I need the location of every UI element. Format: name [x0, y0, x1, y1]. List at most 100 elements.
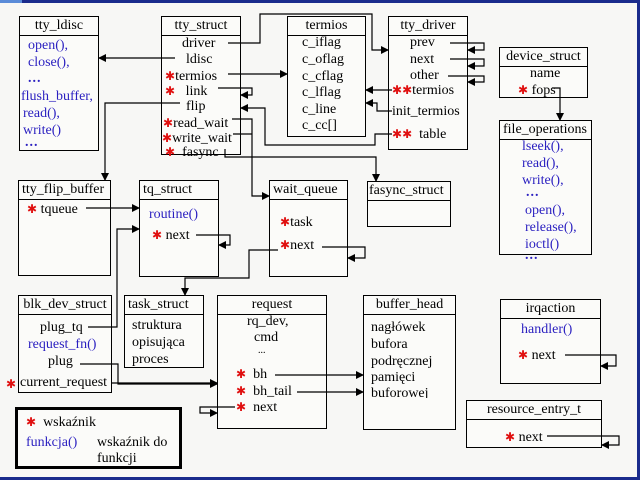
field-c-oflag: c_oflag — [302, 52, 344, 67]
struct-title: irqaction — [501, 300, 600, 319]
field-opisujaca: opisująca — [132, 335, 185, 350]
field-ellipsis: ... — [25, 135, 39, 150]
field-ellipsis: ... — [258, 345, 266, 356]
field-proces: proces — [132, 352, 169, 367]
struct-title: fasync_struct — [368, 182, 450, 201]
pointer-marker-icon: ✱ — [165, 84, 176, 98]
field-naglowek: nagłówek — [371, 320, 426, 335]
pointer-marker-icon: ✱ — [163, 116, 174, 130]
struct-irqaction: irqaction handler() ✱ next — [500, 299, 601, 384]
struct-title: resource_entry_t — [467, 401, 601, 420]
struct-tq-struct: tq_struct routine() ✱ next — [139, 180, 219, 277]
field-handler: handler() — [521, 322, 573, 337]
pointer-marker-icon: ✱ — [236, 367, 247, 381]
struct-buffer-head: buffer_head nagłówek bufora podręcznej p… — [363, 295, 456, 430]
pointer-marker-icon: ✱ — [402, 127, 413, 141]
window-bottom-border — [0, 477, 640, 480]
struct-title: tq_struct — [140, 181, 218, 200]
field-fasync: ✱ fasync — [165, 145, 219, 160]
pointer-marker-icon: ✱ — [392, 127, 403, 141]
pointer-marker-icon: ✱ — [280, 238, 291, 252]
struct-tty-flip-buffer: tty_flip_buffer ✱ tqueue — [18, 180, 111, 276]
pointer-marker-icon: ✱ — [165, 69, 176, 83]
field-prev: prev — [410, 35, 435, 50]
struct-title: tty_ldisc — [20, 17, 98, 36]
field-bh: ✱ bh — [236, 367, 268, 382]
field-ellipsis: ... — [526, 185, 540, 200]
field-c-cc: c_cc[] — [302, 118, 337, 133]
field-ellipsis: ... — [525, 248, 539, 263]
field-read: read(), — [23, 106, 60, 121]
struct-tty-struct: tty_struct driver ldisc ✱termios ✱ link … — [161, 16, 241, 160]
field-pamieci: pamięci — [371, 370, 416, 385]
struct-title: wait_queue — [270, 181, 347, 200]
struct-title: file_operations — [500, 121, 591, 140]
legend: ✱ wskaźnik funkcja() wskaźnik do funkcji — [15, 407, 182, 469]
field-release: release(), — [525, 220, 577, 235]
field-flush-buffer: flush_buffer, — [21, 89, 93, 104]
field-driver: driver — [182, 36, 216, 51]
field-bufora: bufora — [371, 337, 408, 352]
field-open: open(), — [525, 203, 566, 218]
field-next: ✱ next — [505, 430, 543, 445]
field-other: other — [410, 68, 439, 83]
field-next: ✱ next — [152, 228, 190, 243]
legend-function-label-2: funkcji — [97, 451, 137, 466]
field-close: close(), — [28, 55, 70, 70]
field-write: write() — [23, 123, 62, 138]
struct-request: request rq_dev, cmd ... ✱ bh ✱ bh_tail ✱… — [217, 295, 327, 429]
field-buforowej: buforowej — [371, 386, 429, 398]
window-right-border — [637, 0, 640, 480]
field-rq-dev: rq_dev, — [247, 314, 289, 329]
field-plug-tq: plug_tq — [40, 320, 83, 335]
field-read: read(), — [522, 156, 559, 171]
field-c-iflag: c_iflag — [302, 35, 341, 50]
field-table: ✱✱ table — [392, 127, 447, 142]
struct-fasync-struct: fasync_struct — [367, 181, 451, 227]
struct-title: tty_flip_buffer — [19, 181, 110, 200]
field-plug: plug — [48, 354, 73, 369]
legend-function-label: wskaźnik do — [97, 435, 168, 450]
window-top-border — [0, 0, 640, 3]
field-write: write(), — [522, 173, 564, 188]
struct-title: request — [218, 296, 326, 315]
field-link: ✱ link — [165, 84, 208, 99]
pointer-marker-icon: ✱ — [392, 83, 403, 97]
link-fasync — [224, 149, 380, 182]
legend-pointer: ✱ wskaźnik — [26, 415, 96, 430]
struct-title: task_struct — [125, 296, 203, 315]
struct-wait-queue: wait_queue ✱task ✱next — [269, 180, 348, 277]
field-tqueue: ✱ tqueue — [27, 202, 78, 217]
legend-function-sample: funkcja() — [26, 435, 78, 450]
field-ellipsis: ... — [28, 71, 42, 86]
struct-title: tty_driver — [389, 17, 467, 36]
struct-title: termios — [288, 17, 365, 36]
struct-task-struct: task_struct struktura opisująca proces — [124, 295, 204, 368]
pointer-marker-icon: ✱ — [6, 377, 17, 391]
field-next: ✱ next — [236, 400, 278, 415]
field-c-cflag: c_cflag — [302, 69, 344, 84]
window-top-accent — [0, 0, 22, 3]
pointer-marker-icon: ✱ — [280, 215, 291, 229]
pointer-marker-icon: ✱ — [505, 430, 516, 444]
struct-title: blk_dev_struct — [19, 296, 111, 315]
struct-title: tty_struct — [162, 17, 240, 36]
struct-blk-dev-struct: blk_dev_struct plug_tq request_fn() plug… — [18, 295, 112, 393]
pointer-marker-icon: ✱ — [518, 83, 529, 97]
struct-device-struct: device_struct name ✱ fops — [499, 47, 588, 98]
struct-title: buffer_head — [364, 296, 455, 315]
pointer-marker-icon: ✱ — [518, 348, 529, 362]
field-next: next — [410, 52, 435, 67]
field-c-lflag: c_lflag — [302, 85, 341, 100]
field-bh-tail: ✱ bh_tail — [236, 384, 292, 399]
field-next: ✱next — [280, 238, 315, 253]
field-next: ✱ next — [518, 348, 556, 363]
pointer-marker-icon: ✱ — [152, 228, 163, 242]
field-init-termios: init_termios — [392, 104, 460, 119]
field-termios: ✱✱termios — [392, 83, 455, 98]
field-current-request: current_request — [20, 375, 108, 390]
pointer-marker-icon: ✱ — [236, 400, 247, 414]
field-routine: routine() — [149, 207, 198, 222]
field-struktura: struktura — [132, 318, 182, 333]
field-ioctl: ioctl() — [525, 237, 560, 252]
